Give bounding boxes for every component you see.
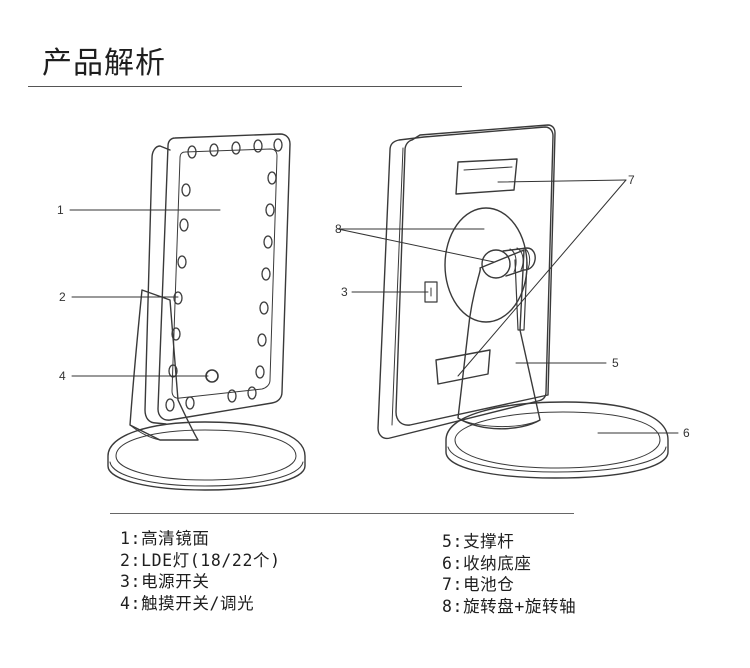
led-lights — [165, 138, 283, 412]
leader-lines — [69, 179, 679, 434]
legend-item-2: 2:LDE灯(18/22个) — [120, 550, 281, 570]
back-base — [445, 401, 669, 479]
front-mirror-frame — [157, 133, 291, 421]
callout-2: 2 — [59, 290, 66, 304]
title-underline — [28, 86, 462, 87]
legend-divider — [110, 513, 574, 514]
callout-8: 8 — [335, 222, 342, 236]
back-stand — [457, 249, 541, 430]
front-mirror-glass — [171, 148, 278, 399]
callout-3: 3 — [341, 285, 348, 299]
legend-item-4: 4:触摸开关/调光 — [120, 593, 255, 613]
callout-7: 7 — [628, 173, 635, 187]
callout-5: 5 — [612, 356, 619, 370]
legend-right: 5:支撑杆 6:收纳底座 7:电池仓 8:旋转盘+旋转轴 — [442, 531, 576, 617]
battery-compartment-top — [455, 158, 518, 195]
legend-item-5: 5:支撑杆 — [442, 532, 515, 551]
legend-item-3: 3:电源开关 — [120, 572, 210, 591]
callout-4: 4 — [59, 369, 66, 383]
callout-6: 6 — [683, 426, 690, 440]
legend-item-1: 1:高清镜面 — [120, 529, 210, 548]
back-view-mirror — [377, 124, 669, 479]
legend-item-8: 8:旋转盘+旋转轴 — [442, 596, 577, 616]
front-view-mirror — [107, 133, 306, 491]
page-title: 产品解析 — [42, 46, 166, 81]
legend-item-6: 6:收纳底座 — [442, 553, 532, 573]
legend-left: 1:高清镜面 2:LDE灯(18/22个) 3:电源开关 4:触摸开关/调光 — [120, 528, 281, 614]
legend-item-7: 7:电池仓 — [442, 575, 515, 594]
back-mirror-body — [377, 126, 554, 440]
callout-1: 1 — [57, 203, 64, 217]
rotary-axis — [481, 249, 511, 279]
battery-compartment-bottom — [435, 349, 491, 385]
